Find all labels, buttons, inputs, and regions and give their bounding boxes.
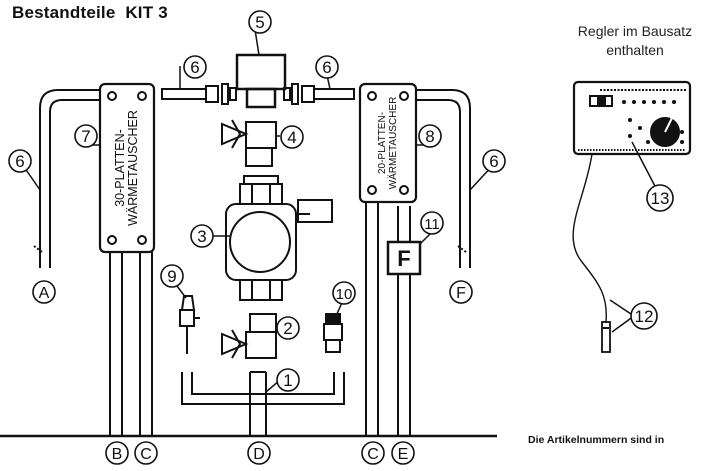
callout-1: 1: [283, 371, 292, 390]
connection-circles: [32, 280, 473, 465]
left-outer-pipe: [33, 89, 100, 268]
conn-c-left: C: [140, 446, 152, 463]
conn-e: E: [398, 446, 409, 463]
sensor-probe-12: [601, 321, 611, 353]
connection-letters: A F B C D C E: [39, 285, 466, 463]
top-left-pipe: [161, 83, 237, 105]
conn-a: A: [39, 285, 50, 302]
pump-3: [225, 175, 333, 301]
right-outer-pipe: [416, 89, 471, 268]
page-title: Bestandteile KIT 3: [12, 3, 168, 22]
callout-5: 5: [255, 13, 264, 32]
top-right-pipe: [283, 83, 355, 105]
manifold-1: [181, 371, 345, 436]
callout-4: 4: [287, 128, 296, 147]
flow-meter: [386, 240, 422, 276]
callout-12: 12: [635, 307, 654, 326]
callout-11: 11: [424, 216, 440, 233]
callout-6-left: 6: [15, 152, 24, 171]
pipes-c-e-right: [365, 202, 411, 436]
hx30-label: 30-PLATTEN- WÄRMETAUSCHER: [113, 110, 140, 226]
conn-b: B: [112, 446, 123, 463]
callout-2: 2: [283, 319, 292, 338]
callout-numbers: 1 2 3 4 5 6 6 6 6 7 8 9 10 11 12 13: [15, 13, 669, 390]
hx20-label-line2: WÄRMETAUSCHER: [387, 97, 399, 190]
sensor-cable: [572, 153, 607, 323]
flow-meter-letter: F: [397, 246, 410, 271]
conn-f: F: [456, 285, 466, 302]
heat-exchanger-20: [358, 82, 418, 204]
callout-7: 7: [81, 127, 90, 146]
component-10: [323, 313, 343, 353]
footnote: Die Artikelnummern sind in: [528, 434, 665, 446]
regler-note: Regler im Bausatz enthalten: [577, 23, 693, 58]
callout-6-right: 6: [489, 152, 498, 171]
callout-8: 8: [425, 127, 434, 146]
callout-9: 9: [167, 267, 176, 286]
callout-13: 13: [651, 189, 670, 208]
fitting-5: [235, 53, 287, 109]
valve-4: [221, 119, 277, 167]
regulator-13: [572, 80, 692, 156]
regulator-leds: [622, 100, 684, 144]
heat-exchanger-30: [98, 82, 156, 254]
conn-d: D: [253, 446, 265, 463]
hx20-label: 20-PLATTEN- WÄRMETAUSCHER: [377, 97, 399, 190]
callout-3: 3: [197, 227, 206, 246]
callout-6-top-left: 6: [190, 58, 199, 77]
hx30-label-line2: WÄRMETAUSCHER: [126, 110, 140, 226]
conn-c-right: C: [367, 446, 379, 463]
hx20-label-line1: 20-PLATTEN-: [377, 112, 388, 174]
callout-circles: [8, 10, 674, 392]
hx30-label-line1: 30-PLATTEN-: [113, 129, 127, 207]
callout-10: 10: [336, 286, 353, 303]
valve-2: [221, 313, 277, 359]
safety-valve-9: [179, 295, 200, 354]
pipes-b-c-left: [109, 252, 153, 436]
callout-6-top-right: 6: [322, 58, 331, 77]
